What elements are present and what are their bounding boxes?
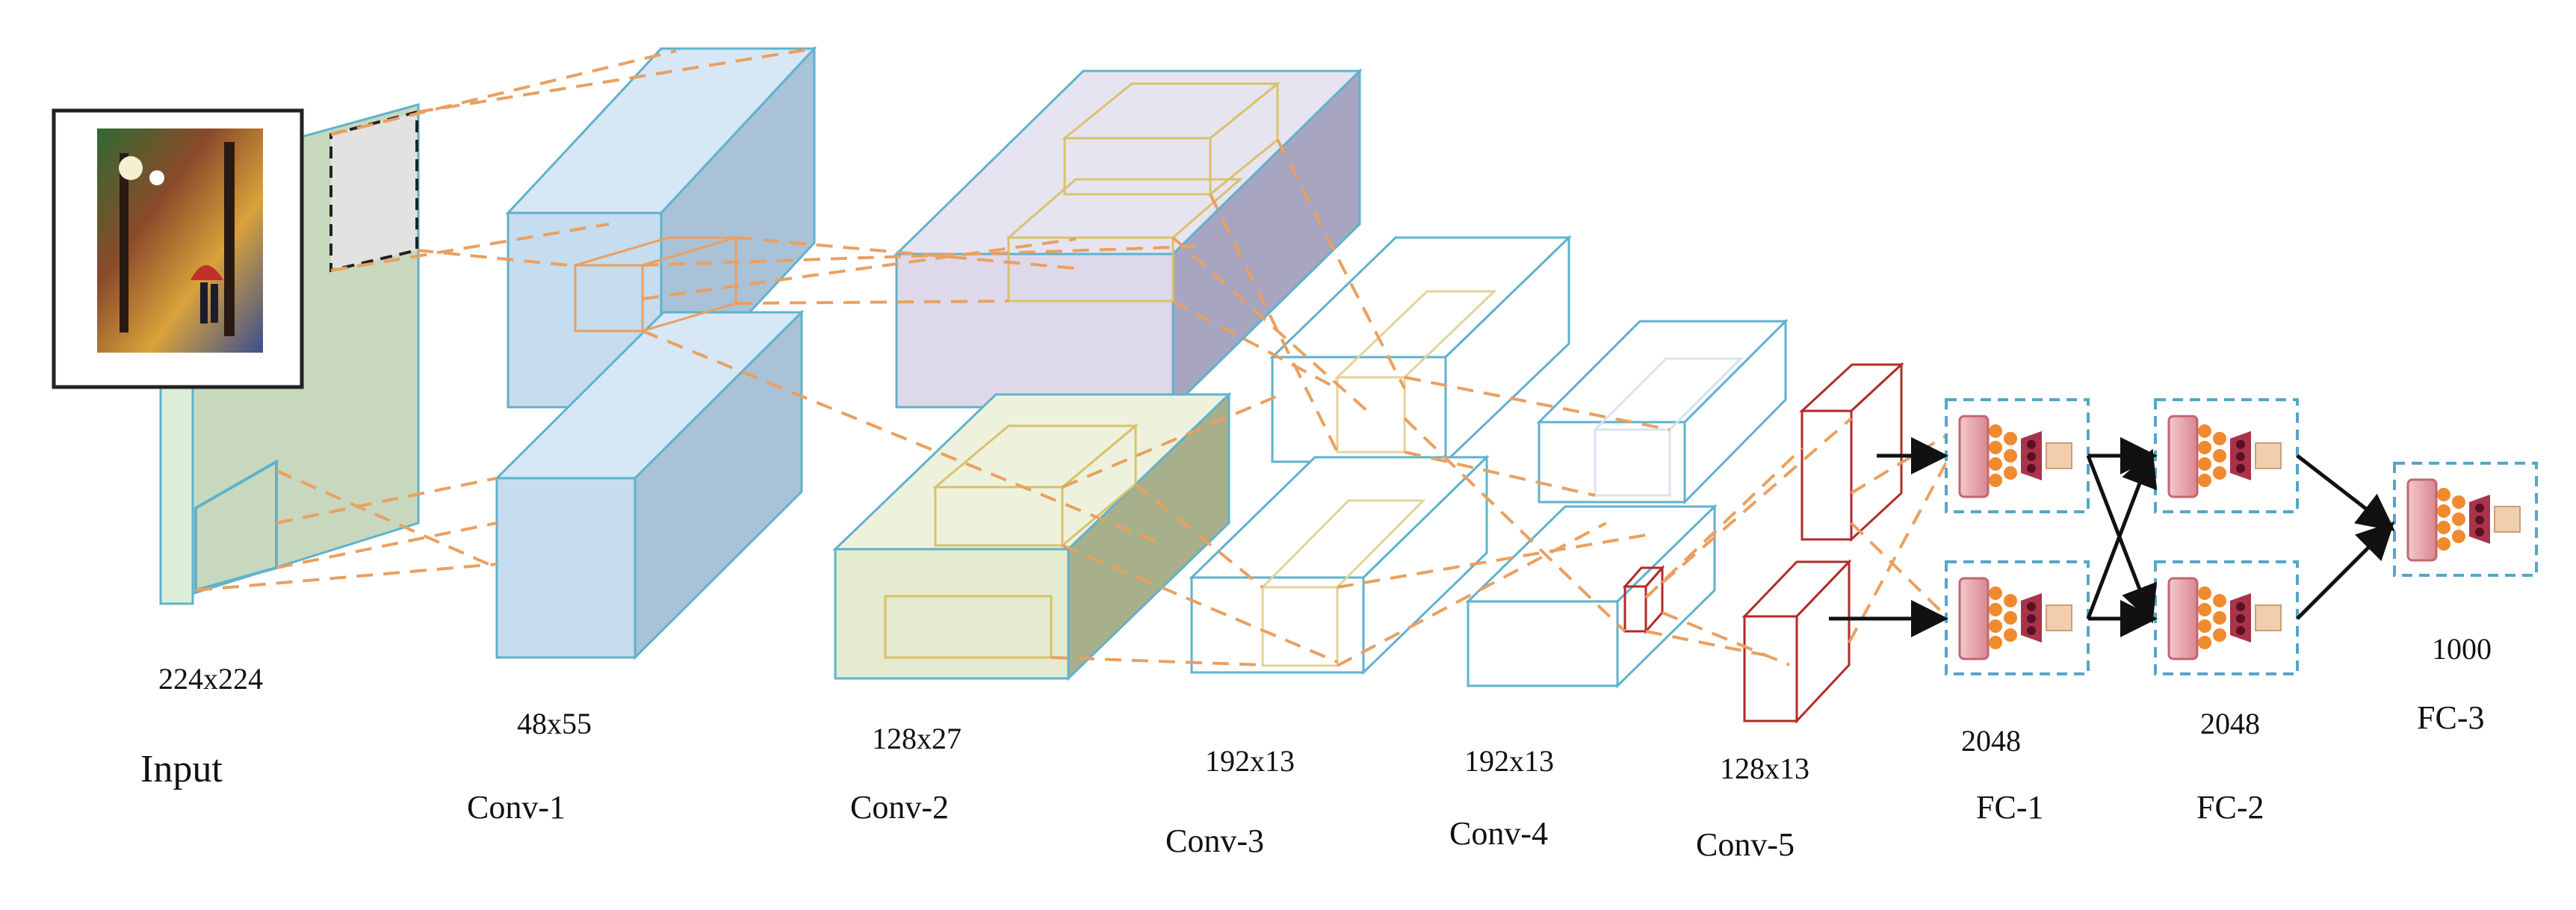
conv5-name-label: Conv-5 (1696, 826, 1795, 863)
conv1-volume-bottom (494, 309, 805, 660)
fc3-name-label: FC-3 (2417, 699, 2485, 736)
conv5-volume-bottom (1741, 559, 1852, 724)
conv5-volume-top (1799, 362, 1904, 542)
fc1-top-block (1945, 398, 2090, 513)
conv3-dims-label: 192x13 (1205, 744, 1295, 778)
conv2-dims-label: 128x27 (872, 722, 962, 755)
fc2-name-label: FC-2 (2196, 789, 2264, 826)
conv3-volume-top (1269, 235, 1572, 465)
conv4-volume-bottom (1465, 504, 1718, 689)
painting-thumbnail-icon (52, 108, 304, 389)
conv2-name-label: Conv-2 (850, 789, 949, 826)
input-receptive-window (329, 110, 418, 273)
conv2-volume-bottom (832, 391, 1232, 681)
input-dims-label: 224x224 (158, 662, 263, 696)
fc3-dims-label: 1000 (2432, 632, 2492, 666)
connector-lines (195, 47, 1951, 667)
conv4-kernels (1592, 357, 1744, 497)
conv3-kernels (1260, 290, 1497, 667)
conv5-dims-label: 128x13 (1720, 752, 1809, 785)
conv2-volume-top (894, 68, 1363, 410)
fc1-dims-label: 2048 (1961, 724, 2021, 758)
conv3-volume-bottom (1189, 454, 1490, 675)
fc2-top-block (2154, 398, 2299, 513)
fc1-bottom-block (1945, 560, 2090, 675)
fc2-dims-label: 2048 (2200, 707, 2260, 740)
fc2-bottom-block (2154, 560, 2299, 675)
conv1-name-label: Conv-1 (467, 789, 566, 826)
conv1-dims-label: 48x55 (517, 707, 592, 740)
conv3-name-label: Conv-3 (1165, 823, 1264, 859)
input-name-label: Input (140, 748, 223, 790)
conv4-name-label: Conv-4 (1449, 815, 1548, 852)
fc-arrows (1829, 437, 2395, 637)
fc3-block (2393, 462, 2538, 577)
conv4-dims-label: 192x13 (1464, 744, 1554, 778)
fc1-name-label: FC-1 (1976, 789, 2044, 826)
